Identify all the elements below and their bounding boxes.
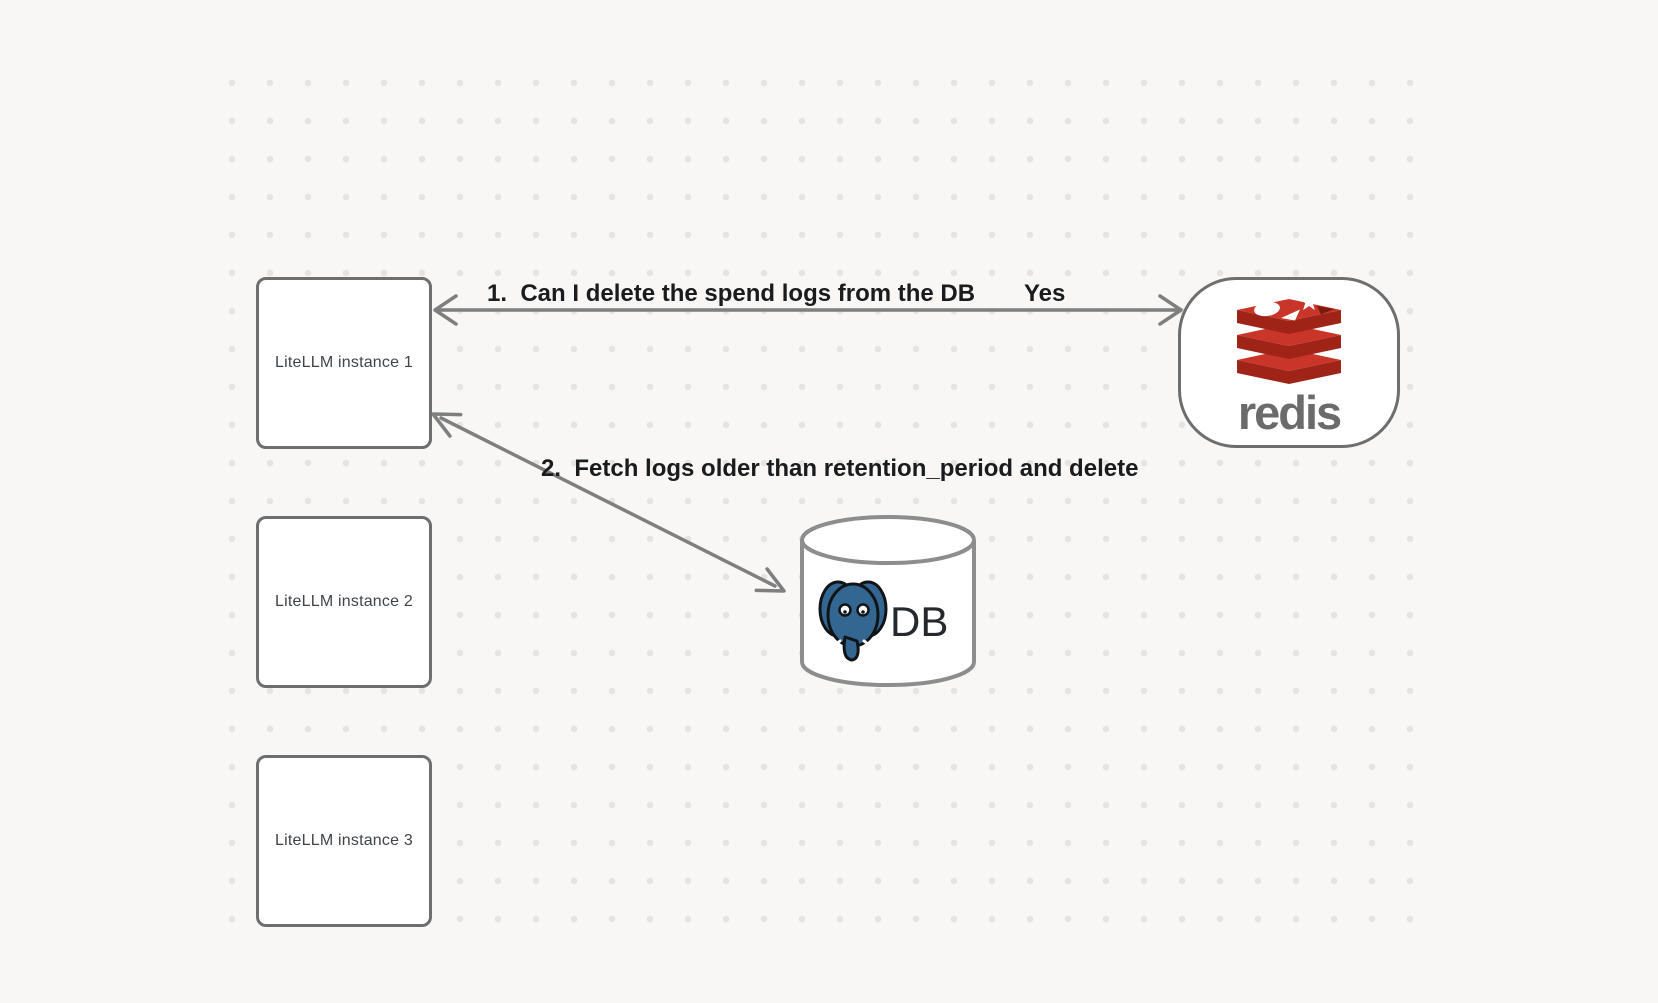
redis-wordmark: redis [1238, 386, 1341, 439]
node-litellm-instance-2: LiteLLM instance 2 [256, 516, 432, 688]
node-database: DB [800, 515, 976, 687]
arrow-litellm-redis [433, 294, 1183, 326]
litellm-instance-1-label: LiteLLM instance 1 [275, 354, 413, 371]
arrow-litellm-db [431, 412, 786, 593]
annotation-step2: 2. Fetch logs older than retention_perio… [541, 455, 1139, 482]
litellm-instance-2-label: LiteLLM instance 2 [275, 593, 413, 610]
litellm-instance-3-label: LiteLLM instance 3 [275, 832, 413, 849]
node-redis: redis [1178, 277, 1400, 448]
node-litellm-instance-3: LiteLLM instance 3 [256, 755, 432, 927]
annotation-step1-response: Yes [1024, 280, 1066, 307]
annotation-step1: 1. Can I delete the spend logs from the … [487, 280, 976, 307]
node-litellm-instance-1: LiteLLM instance 1 [256, 277, 432, 449]
database-label: DB [890, 598, 948, 645]
redis-logo-icon: redis [1237, 292, 1343, 439]
postgresql-elephant-icon [818, 580, 888, 662]
